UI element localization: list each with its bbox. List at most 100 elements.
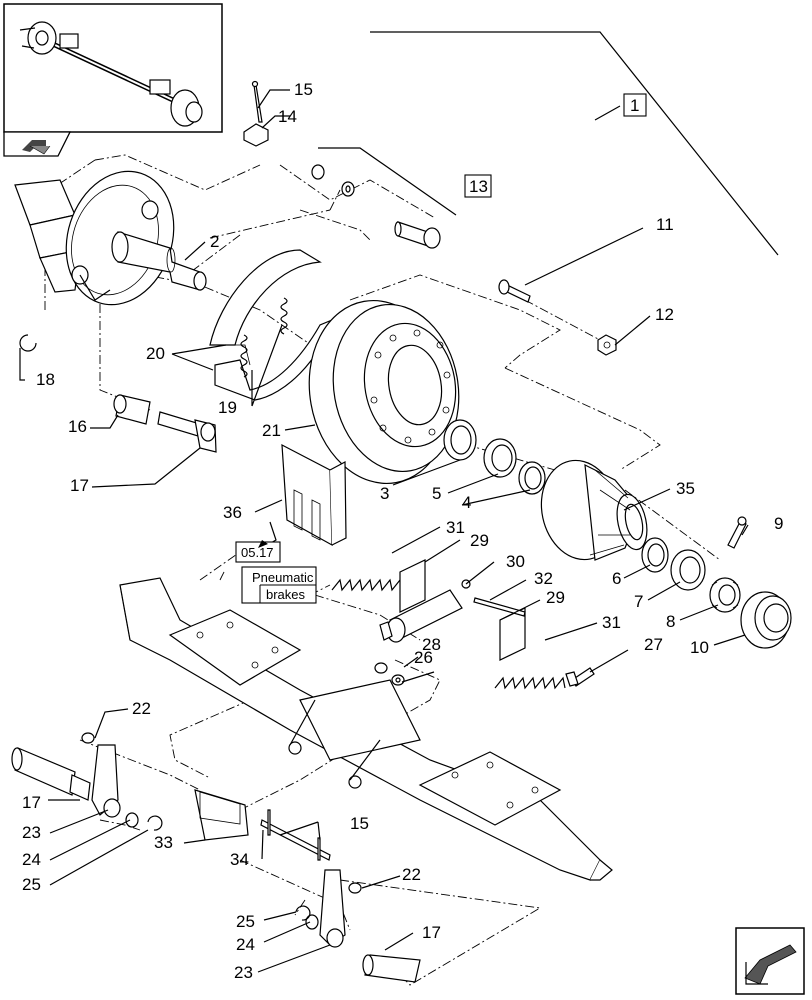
circlip-part-18	[19, 334, 37, 352]
navigate-back-icon[interactable]	[3, 131, 72, 157]
bushing-part-16	[113, 394, 151, 425]
note-line-2: brakes	[266, 587, 306, 602]
callout-31-upper: 31	[446, 518, 465, 537]
nut-part-28	[374, 662, 388, 674]
group-1-leader-line	[370, 31, 779, 256]
washer-part-22-lower	[348, 882, 362, 894]
pushrod-part-32	[473, 597, 526, 617]
callout-23-upper: 23	[22, 823, 41, 842]
callout-7: 7	[634, 592, 643, 611]
callout-3: 3	[380, 484, 389, 503]
callout-17-upper: 17	[70, 476, 89, 495]
split-pin-part-15	[251, 80, 263, 123]
bearing-part-5	[483, 438, 517, 478]
circlip-part-25-upper	[147, 815, 163, 831]
callout-21: 21	[262, 421, 281, 440]
cotter-pin-part-9	[727, 516, 747, 549]
castle-nut-part-8	[709, 577, 741, 613]
callout-9: 9	[774, 514, 783, 533]
callout-16: 16	[68, 417, 87, 436]
assembly-centerlines	[34, 154, 721, 986]
slack-adjuster-part-23-upper	[91, 744, 121, 818]
callout-2: 2	[210, 232, 219, 251]
callout-20: 20	[146, 344, 165, 363]
callout-15-upper: 15	[294, 80, 313, 99]
callout-box-13	[464, 174, 492, 198]
camshaft-part-17-lower	[362, 954, 421, 983]
wheel-bolt-part-11	[498, 279, 531, 303]
callout-35: 35	[676, 479, 695, 498]
callout-17-left: 17	[22, 793, 41, 812]
callout-15-lower: 15	[350, 814, 369, 833]
brake-drum-part-21	[308, 299, 460, 485]
callout-22-lower: 22	[402, 865, 421, 884]
bracket-part-33	[194, 789, 249, 841]
spring-seat-plate-right	[418, 751, 562, 826]
note-line-1: Pneumatic	[252, 570, 314, 585]
slotted-nut-part-14	[243, 123, 269, 147]
callout-14: 14	[278, 107, 297, 126]
navigate-next-icon[interactable]	[735, 927, 805, 995]
reference-link-05-17[interactable]: 05.17	[235, 540, 281, 563]
callout-22-upper: 22	[132, 699, 151, 718]
bolt-part-27	[565, 667, 595, 687]
callout-33: 33	[154, 833, 173, 852]
reference-label[interactable]: 05.17	[241, 545, 274, 560]
callout-17-lower: 17	[422, 923, 441, 942]
camshaft-part-17	[157, 411, 217, 453]
callout-5: 5	[432, 484, 441, 503]
callout-13: 13	[469, 177, 488, 196]
anchor-pin-part-13	[394, 221, 441, 249]
callout-12: 12	[655, 305, 674, 324]
camshaft-part-17-left	[11, 747, 91, 801]
slack-adjuster-part-23-lower	[319, 869, 346, 948]
callout-36: 36	[223, 503, 242, 522]
callout-27: 27	[644, 635, 663, 654]
callout-24-lower: 24	[236, 935, 255, 954]
bearing-cup-part-4	[518, 461, 546, 495]
wheel-hub-part-35	[540, 459, 648, 561]
callout-19: 19	[218, 398, 237, 417]
callout-8: 8	[666, 612, 675, 631]
callout-11: 11	[656, 215, 674, 234]
spring-seat-plate-left	[168, 609, 302, 686]
group-13-leader-line	[318, 147, 457, 216]
callout-18: 18	[36, 370, 55, 389]
spring-part-31-lower	[494, 676, 566, 690]
callout-4: 4	[462, 493, 471, 512]
callout-1: 1	[630, 96, 639, 115]
callout-28: 28	[422, 635, 441, 654]
washer-part-26	[391, 674, 405, 686]
hub-cap-part-10	[740, 591, 792, 649]
spindle-part-2	[111, 231, 207, 291]
circlip-part-25-lower	[295, 905, 311, 921]
overview-thumbnail[interactable]	[3, 3, 223, 133]
callout-26: 26	[414, 648, 433, 667]
split-pin-part-15-lower	[267, 809, 321, 861]
chamber-mount-bracket	[288, 679, 421, 789]
callout-leaders	[19, 89, 749, 973]
bearing-part-7	[670, 549, 706, 591]
chamber-bracket-part-36	[281, 443, 347, 547]
callout-25-upper: 25	[22, 875, 41, 894]
callout-24-upper: 24	[22, 850, 41, 869]
callout-31-lower: 31	[602, 613, 621, 632]
callout-29-upper: 29	[470, 531, 489, 550]
washer-part-22-upper	[81, 732, 95, 744]
washer-part-24-lower	[305, 914, 319, 930]
pneumatic-brakes-note: Pneumatic brakes	[241, 566, 317, 604]
seal-part-6	[641, 537, 669, 573]
callout-32: 32	[534, 569, 553, 588]
brake-chamber-part-30	[379, 579, 471, 643]
washers	[311, 164, 355, 197]
callout-29-lower: 29	[546, 588, 565, 607]
washer-part-24-upper	[125, 812, 139, 828]
callout-labels: 1 13 2 3 4 5 6 7 8 9 10 11 12 14 15 15 1…	[22, 80, 783, 982]
callout-34: 34	[230, 850, 249, 869]
lever-part-29-upper	[399, 559, 426, 613]
callout-6: 6	[612, 569, 621, 588]
callout-30: 30	[506, 552, 525, 571]
callout-10: 10	[690, 638, 709, 657]
